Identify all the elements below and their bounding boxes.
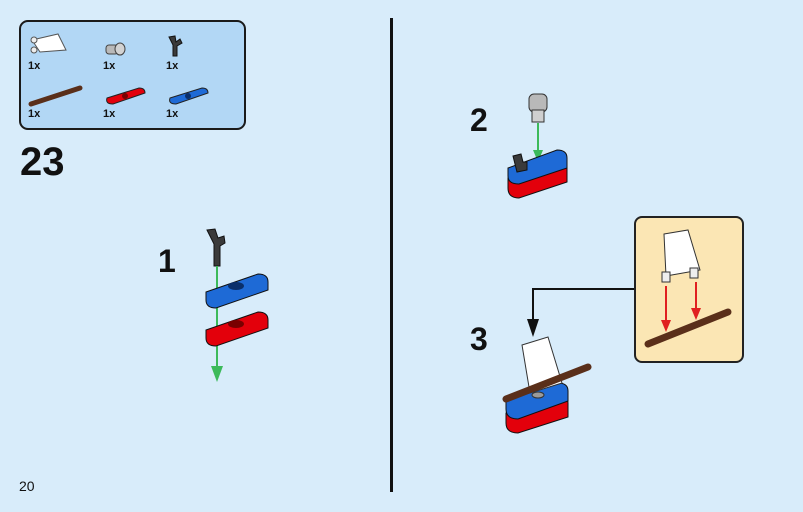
substep-2-illustration — [507, 93, 568, 199]
red-plate-part-icon — [106, 87, 146, 105]
brown-bar-part-icon — [28, 85, 83, 107]
callout-illustration — [644, 229, 732, 348]
part-qty: 1x — [28, 108, 41, 120]
part-qty: 1x — [103, 108, 116, 120]
substep-number: 1 — [158, 243, 176, 279]
part-qty: 1x — [166, 108, 179, 120]
page-divider — [390, 18, 393, 492]
build-step-number: 23 — [20, 140, 65, 184]
substep-number: 2 — [470, 102, 488, 138]
page-number: 20 — [19, 478, 35, 494]
part-qty: 1x — [28, 60, 41, 72]
substep-1-illustration — [205, 228, 269, 382]
part-qty: 1x — [103, 60, 116, 72]
white-slope-part-icon — [30, 33, 67, 54]
blue-plate-part-icon — [169, 87, 209, 105]
callout-connector-arrow — [527, 288, 635, 337]
substep-3-illustration — [502, 336, 592, 434]
part-qty: 1x — [166, 60, 179, 72]
substep-number: 3 — [470, 321, 488, 357]
gray-pin-part-icon — [105, 42, 126, 56]
black-clip-part-icon — [168, 35, 183, 57]
